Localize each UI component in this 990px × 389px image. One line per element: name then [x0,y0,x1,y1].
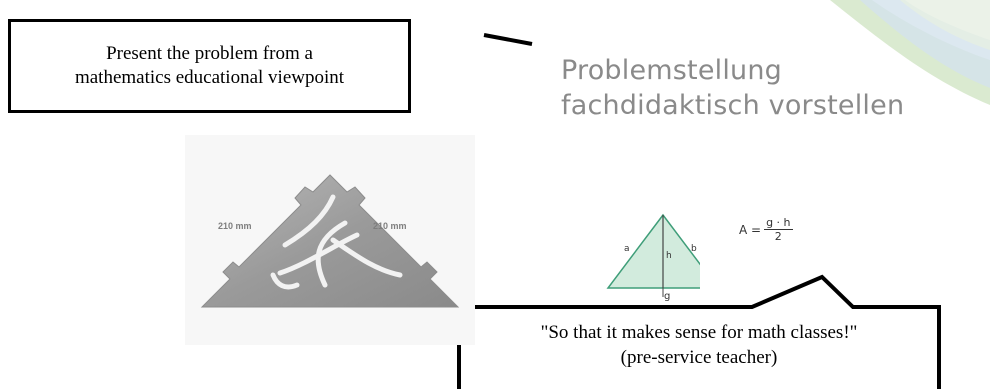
triangle-diagram [606,213,700,297]
caption-line-2: mathematics educational viewpoint [74,67,345,88]
slot-ends [270,272,300,290]
side-b-label: b [691,244,697,254]
base-label: g [664,291,671,302]
triangle-shape [606,213,700,289]
formula-fraction: g · h 2 [764,216,793,243]
swoosh-green [830,0,990,105]
left-dimension-label: 210 mm [218,221,252,231]
caption-box: Present the problem from a mathematics e… [8,19,411,113]
slide-title-line-1: Problemstellung [561,55,783,86]
shelf-triangle-figure [185,135,475,345]
swoosh-light [900,0,990,50]
side-a-label: a [624,244,630,254]
speech-bubble: "So that it makes sense for math classes… [458,307,940,389]
right-dimension-label: 210 mm [373,221,407,231]
formula-lhs: A = [739,222,762,237]
swoosh-blue [860,0,990,88]
slide-title: Problemstellung fachdidaktisch vorstelle… [561,54,904,123]
connector-line [483,33,533,46]
area-formula: A = g · h 2 [739,217,793,242]
speech-bubble-attribution: (pre-service teacher) [620,347,778,368]
caption-line-1: Present the problem from a [106,42,313,64]
formula-denominator: 2 [774,230,782,243]
height-label: h [666,251,672,261]
slide-title-line-2: fachdidaktisch vorstellen [561,89,905,121]
formula-numerator: g · h [764,216,793,230]
speech-bubble-quote: "So that it makes sense for math classes… [540,322,858,344]
curved-slots [277,194,403,288]
